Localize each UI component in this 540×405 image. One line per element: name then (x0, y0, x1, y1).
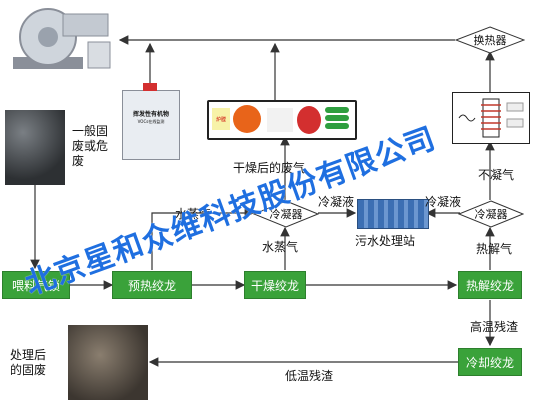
condenser-right-label: 冷凝器 (474, 208, 508, 221)
vocs-monitor-title: 挥发性有机物 (132, 111, 169, 118)
vocs-monitor: 挥发性有机物 VOCs在线监测 (122, 83, 180, 160)
label-non-condensable: 不凝气 (478, 168, 515, 182)
furnace-coil-icon (458, 98, 524, 138)
label-dried-exhaust: 干燥后的废气 (233, 161, 306, 175)
preheat-screw-box: 预热绞龙 (112, 271, 192, 299)
heat-exchanger-label: 换热器 (473, 34, 507, 47)
label-condensate-right: 冷凝液 (425, 195, 462, 209)
monitoring-screen: 炉膛 (207, 100, 357, 140)
vocs-monitor-sub: VOCs在线监测 (137, 119, 165, 124)
label-low-temp-residue: 低温残渣 (285, 369, 334, 383)
pyrolysis-screw-box: 热解绞龙 (458, 271, 522, 299)
status-indicators (325, 107, 349, 133)
waste-input-label: 一般固 废或危 废 (72, 124, 109, 168)
condenser-left-shape (253, 200, 319, 228)
label-pyrolysis-gas: 热解气 (476, 242, 513, 256)
treated-solid-image (68, 325, 148, 400)
feed-airlock-box: 喂料气锁 (2, 271, 70, 299)
screen-readouts (267, 108, 293, 132)
furnace-gauge-icon (233, 105, 261, 133)
cooling-screw-box: 冷却绞龙 (458, 348, 522, 376)
sewage-station-unit (357, 199, 429, 229)
heat-exchanger-shape (455, 26, 525, 54)
blower-fan (13, 8, 111, 69)
treatment-gauge-icon (297, 106, 321, 134)
dry-screw-box: 干燥绞龙 (244, 271, 306, 299)
sewage-station-label: 污水处理站 (355, 234, 416, 248)
treated-solid-label: 处理后 的固废 (10, 348, 47, 377)
waste-input-image (5, 110, 65, 185)
screen-furnace-label: 炉膛 (212, 108, 230, 130)
label-condensate-left: 冷凝液 (318, 195, 355, 209)
pyrolysis-furnace-schematic (452, 92, 530, 144)
label-steam-top: 水蒸气 (175, 207, 212, 221)
alarm-light-icon (143, 83, 157, 91)
label-hot-residue: 高温残渣 (470, 320, 519, 334)
label-steam-bottom: 水蒸气 (262, 240, 299, 254)
condenser-right-shape (458, 200, 524, 228)
condenser-left-label: 冷凝器 (269, 208, 303, 221)
